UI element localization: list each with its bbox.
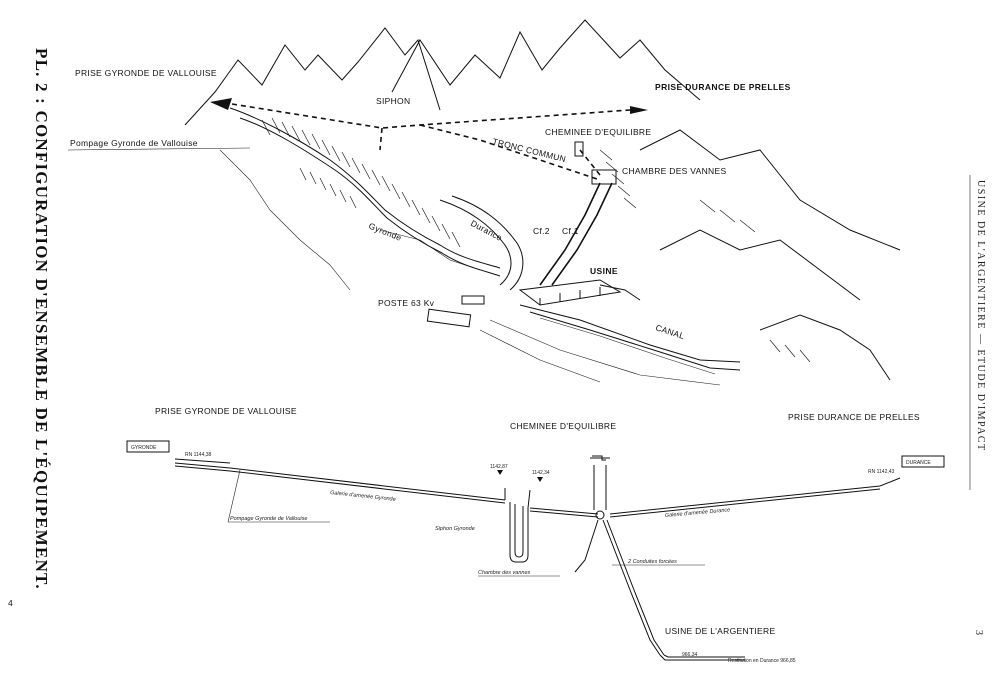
profile-elev-usine: 966,34 bbox=[682, 652, 698, 658]
rivers bbox=[229, 107, 524, 291]
level-marker-1-icon bbox=[497, 470, 503, 475]
svg-text:DURANCE: DURANCE bbox=[906, 460, 931, 466]
profile-label-cheminee: CHEMINEE D'EQUILIBRE bbox=[510, 421, 616, 431]
gyronde-box: GYRONDE bbox=[126, 440, 170, 453]
canal bbox=[479, 304, 741, 386]
profile-conduites: 2 Conduites forcées bbox=[627, 559, 677, 565]
power-station bbox=[518, 279, 641, 306]
plate-title: PL. 2 : CONFIGURATION D'ENSEMBLE DE L'ÉQ… bbox=[32, 48, 51, 590]
level-marker-2-icon bbox=[537, 477, 543, 482]
label-usine: USINE bbox=[590, 266, 618, 276]
profile-usine: USINE DE L'ARGENTIERE bbox=[665, 626, 775, 636]
label-tronc-commun: TRONC COMMUN bbox=[492, 136, 568, 164]
profile-siphon bbox=[504, 488, 531, 563]
elev-2: 1142,34 bbox=[532, 470, 550, 476]
penstocks bbox=[539, 141, 617, 286]
intake-gyronde-icon bbox=[210, 98, 232, 110]
profile-surge-shaft bbox=[590, 455, 610, 520]
profile-galerie-durance: Galerie d'amenée Durance bbox=[665, 507, 731, 519]
leader-profile-pompage-2 bbox=[227, 469, 241, 523]
profile-siphon: Siphon Gyronde bbox=[435, 526, 475, 532]
label-prise-durance: PRISE DURANCE DE PRELLES bbox=[655, 82, 791, 92]
substation bbox=[426, 295, 485, 328]
label-cheminee: CHEMINEE D'EQUILIBRE bbox=[545, 127, 651, 137]
label-prise-gyronde: PRISE GYRONDE DE VALLOUISE bbox=[75, 68, 217, 78]
profile-galerie-gyronde: Galerie d'amenée Gyronde bbox=[330, 490, 396, 503]
durance-box: DURANCE bbox=[901, 455, 945, 468]
label-siphon: SIPHON bbox=[376, 96, 410, 106]
label-canal: CANAL bbox=[654, 322, 685, 341]
profile-chambre: Chambre des vannes bbox=[478, 570, 531, 576]
label-chambre: CHAMBRE DES VANNES bbox=[622, 166, 726, 176]
label-gyronde-river: Gyronde bbox=[367, 221, 403, 243]
label-cf1: Cf.1 bbox=[562, 226, 579, 236]
arrow-prelles-icon bbox=[630, 106, 648, 114]
profile-label-prise-durance: PRISE DURANCE DE PRELLES bbox=[788, 412, 920, 422]
tunnel-routes bbox=[231, 103, 631, 181]
mountain-silhouettes bbox=[184, 19, 901, 381]
side-header: USINE DE L'ARGENTIERE — ETUDE D'IMPACT bbox=[975, 180, 986, 452]
profile-restitution: Restitution en Durance 966,85 bbox=[728, 658, 796, 664]
svg-text:GYRONDE: GYRONDE bbox=[131, 445, 157, 451]
slope-hatching bbox=[261, 117, 811, 363]
elev-rn-right: RN 1142,43 bbox=[868, 469, 895, 475]
profile-penstocks bbox=[574, 519, 745, 661]
elev-1: 1142,87 bbox=[490, 464, 508, 470]
label-cf2: Cf.2 bbox=[533, 226, 550, 236]
corner-mark: 4 bbox=[8, 598, 13, 608]
page-number: 3 bbox=[973, 630, 984, 637]
label-poste: POSTE 63 Kv bbox=[378, 298, 435, 308]
profile-pompage: Pompage Gyronde de Vallouise bbox=[230, 516, 307, 522]
profile-label-prise-gyronde: PRISE GYRONDE DE VALLOUISE bbox=[155, 406, 297, 416]
profile-galleries bbox=[174, 458, 901, 518]
elev-rn-left: RN 1144,38 bbox=[185, 452, 212, 458]
label-durance-river: Durance bbox=[469, 218, 504, 243]
label-pompage: Pompage Gyronde de Vallouise bbox=[70, 138, 198, 148]
leader-pompage bbox=[67, 147, 251, 151]
